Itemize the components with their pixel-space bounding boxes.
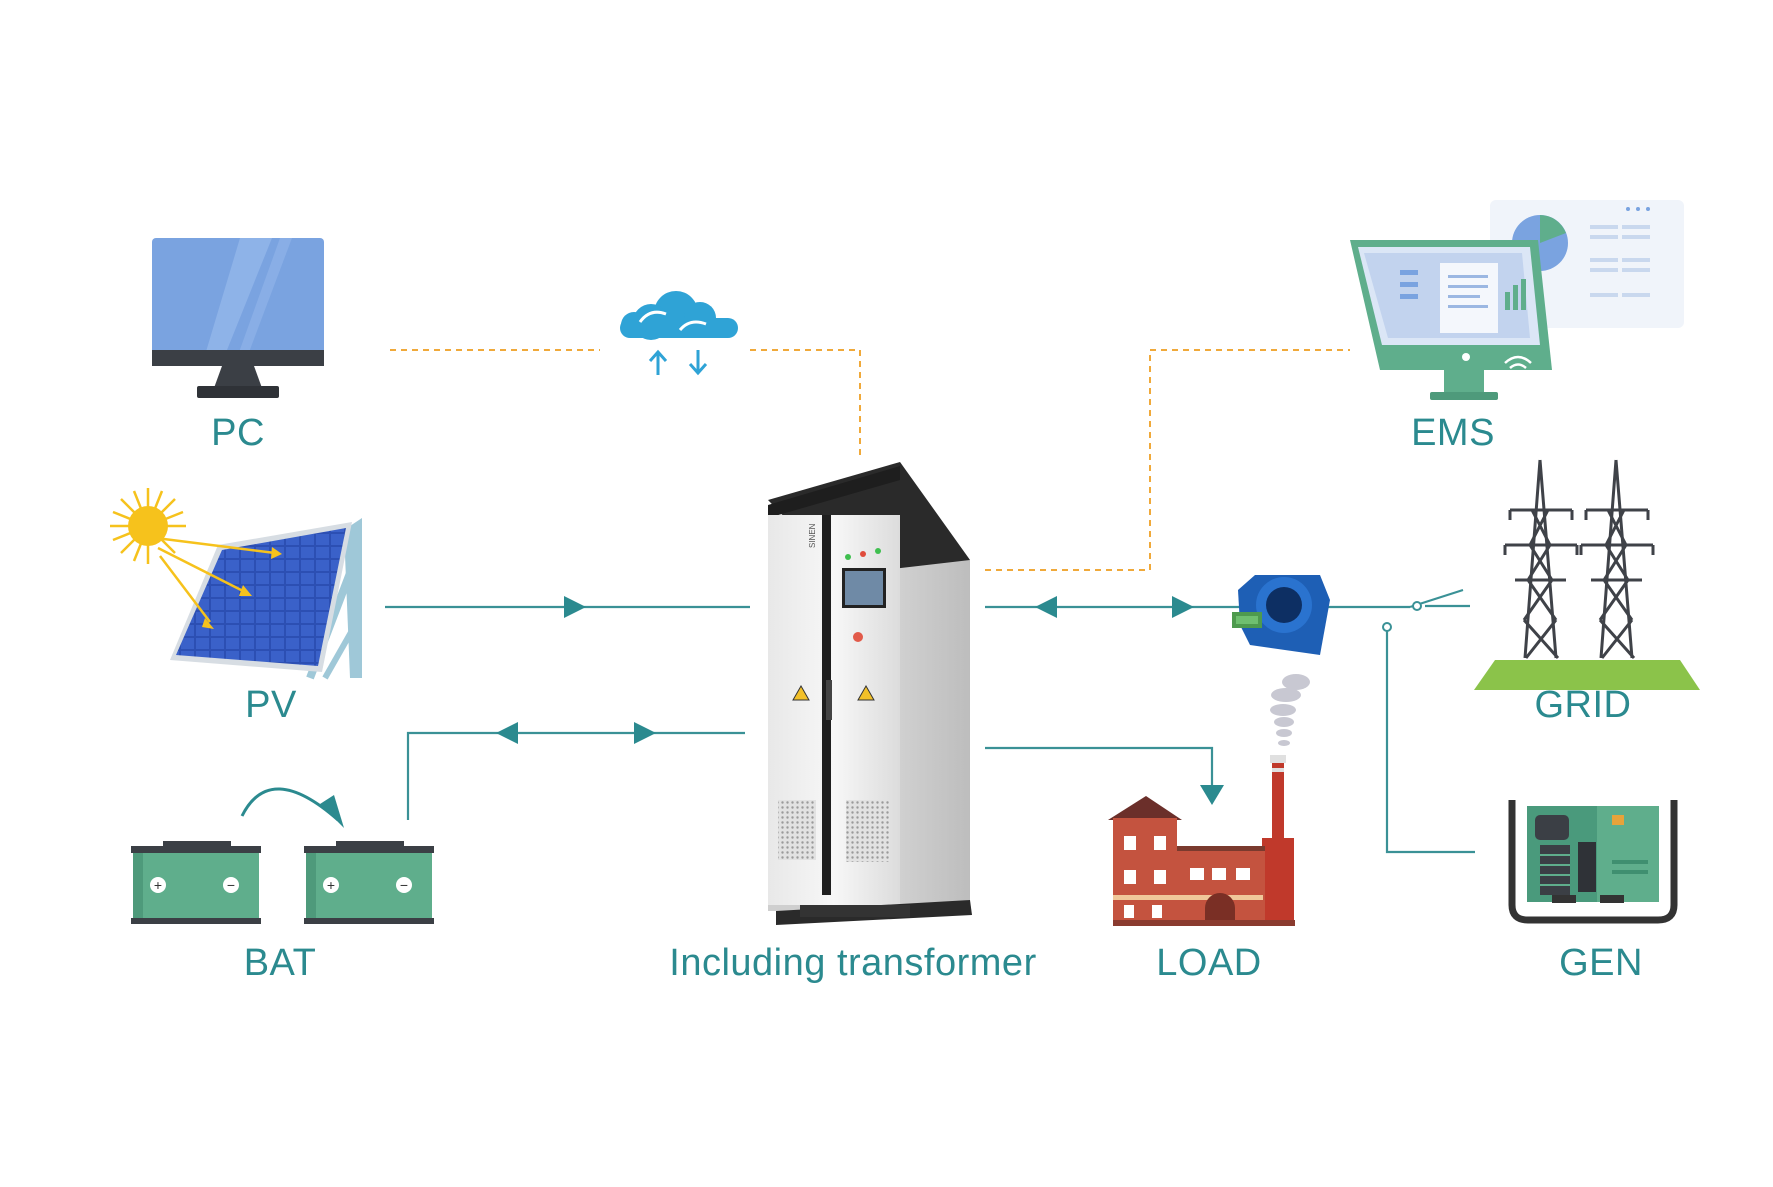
center-label: Including transformer <box>669 942 1037 984</box>
bat-line <box>406 731 745 820</box>
pc-label: PC <box>211 412 265 454</box>
svg-text:SINEN: SINEN <box>808 523 817 548</box>
current-sensor-icon <box>1232 575 1330 655</box>
solar-panel-icon <box>155 518 362 680</box>
communication-links <box>390 349 1350 571</box>
monitor-icon <box>152 238 324 398</box>
grid-arrow-left <box>1035 596 1057 618</box>
svg-text:+: + <box>327 877 335 893</box>
svg-text:−: − <box>227 877 235 893</box>
load-arrow <box>1200 785 1224 805</box>
inverter-cabinet-icon: SINEN <box>768 462 972 925</box>
flow-arrows <box>496 596 1224 805</box>
ems-monitor-icon <box>1350 200 1684 400</box>
pv-arrow <box>564 596 586 618</box>
transmission-tower-icon <box>1474 459 1700 690</box>
bat-arrow-left <box>496 722 518 744</box>
gen-label: GEN <box>1559 942 1643 984</box>
sun-icon <box>110 488 186 564</box>
grid-label: GRID <box>1534 684 1632 726</box>
bat-arrow-right <box>634 722 656 744</box>
cabinet-ems-link <box>985 349 1350 571</box>
pv-label: PV <box>245 684 297 726</box>
cloud-cabinet-link <box>750 349 861 460</box>
bat-label: BAT <box>243 942 317 984</box>
load-line <box>985 746 1214 790</box>
generator-icon <box>1508 800 1678 924</box>
battery-icon: + − + − <box>131 787 434 924</box>
svg-text:+: + <box>154 877 162 893</box>
cloud-icon <box>620 291 738 376</box>
load-label: LOAD <box>1156 942 1262 984</box>
gen-line <box>1385 627 1475 854</box>
svg-text:−: − <box>400 877 408 893</box>
grid-arrow-right <box>1172 596 1194 618</box>
ems-label: EMS <box>1411 412 1495 454</box>
factory-icon <box>1108 674 1310 926</box>
